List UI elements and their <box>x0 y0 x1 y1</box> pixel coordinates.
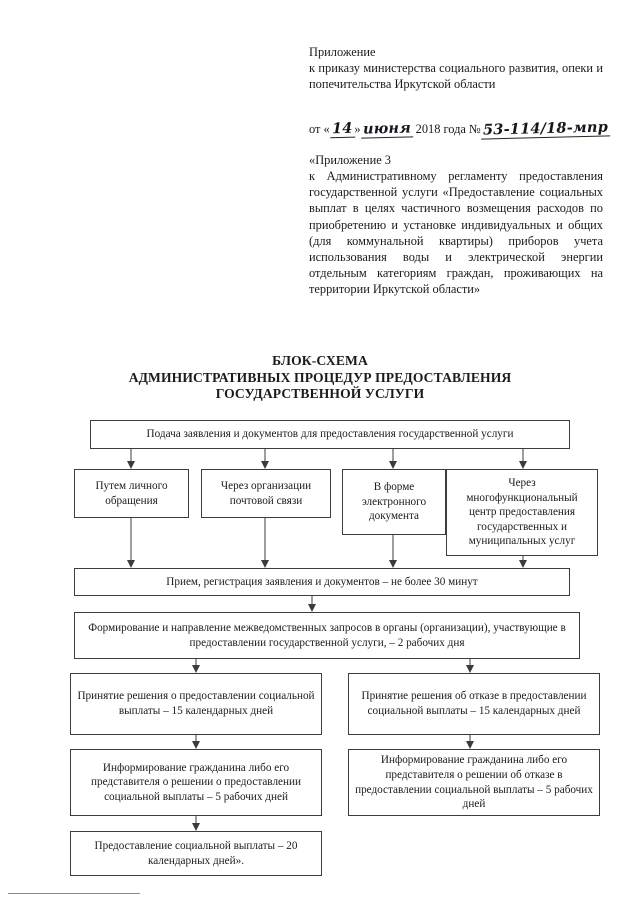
flow-node-label: Через организации почтовой связи <box>220 479 312 507</box>
appendix-line-1: «Приложение 3 <box>309 153 391 167</box>
flow-node-label: Подача заявления и документов для предос… <box>146 428 514 441</box>
date-year: 2018 года № <box>415 122 481 136</box>
flow-node-submission: Подача заявления и документов для предос… <box>90 420 570 449</box>
flow-node-decision-refuse: Принятие решения об отказе в предоставле… <box>348 673 600 735</box>
flow-node-label: В форме электронного документа <box>361 481 427 523</box>
page-title-line-3: ГОСУДАРСТВЕННОЙ УСЛУГИ <box>215 386 425 402</box>
page-title-line-1: БЛОК-СХЕМА <box>272 353 368 368</box>
flow-node-inform-grant: Информирование гражданина либо его предс… <box>70 749 322 816</box>
flow-node-in-person: Путем личного обращения <box>74 469 189 518</box>
flow-node-payment: Предоставление социальной выплаты – 20 к… <box>70 831 322 876</box>
scan-artifact-line <box>8 893 140 894</box>
page-title: БЛОК-СХЕМА АДМИНИСТРАТИВНЫХ ПРОЦЕДУР ПРЕ… <box>40 353 600 403</box>
flow-node-label: Предоставление социальной выплаты – 20 к… <box>94 839 298 867</box>
appendix-line-2: к Административному регламенту предостав… <box>309 169 603 296</box>
flow-node-label: Через многофункциональный центр предоста… <box>466 477 578 548</box>
preamble-line-1: Приложение <box>309 45 376 59</box>
flow-node-postal: Через организации почтовой связи <box>201 469 331 518</box>
flow-node-inform-refuse: Информирование гражданина либо его предс… <box>348 749 600 816</box>
flow-node-label: Информирование гражданина либо его предс… <box>91 761 301 803</box>
appendix-block: «Приложение 3 к Административному реглам… <box>309 152 603 297</box>
flow-node-electronic: В форме электронного документа <box>342 469 446 535</box>
flow-node-mfc: Через многофункциональный центр предоста… <box>446 469 598 556</box>
flow-node-label: Путем личного обращения <box>95 479 168 507</box>
flow-node-label: Принятие решения о предоставлении социал… <box>77 690 315 717</box>
flow-node-interagency-requests: Формирование и направление межведомствен… <box>74 612 580 659</box>
date-quote-close: » <box>354 122 361 136</box>
flow-node-registration: Прием, регистрация заявления и документо… <box>74 568 570 596</box>
flow-node-label: Информирование гражданина либо его предс… <box>355 754 593 811</box>
flow-node-label: Формирование и направление межведомствен… <box>88 621 566 649</box>
preamble-block: Приложение к приказу министерства социал… <box>309 44 603 92</box>
flow-node-label: Принятие решения об отказе в предоставле… <box>361 690 587 717</box>
preamble-line-2: к приказу министерства социального разви… <box>309 61 603 92</box>
flow-node-decision-grant: Принятие решения о предоставлении социал… <box>70 673 322 735</box>
date-prefix: от « <box>309 122 330 136</box>
flow-node-label: Прием, регистрация заявления и документо… <box>166 575 478 588</box>
page-title-line-2: АДМИНИСТРАТИВНЫХ ПРОЦЕДУР ПРЕДОСТАВЛЕНИЯ <box>128 369 512 385</box>
